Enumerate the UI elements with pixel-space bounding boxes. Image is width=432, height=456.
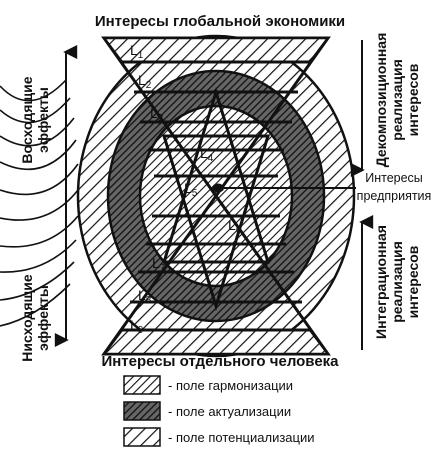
- svg-text:Интеграционная: Интеграционная: [373, 225, 389, 339]
- level-lines: [122, 60, 310, 332]
- legend-item-actualization: - поле актуализации: [123, 401, 291, 421]
- right-top-label: Декомпозиционная реализация интересов: [373, 33, 421, 168]
- svg-text:- поле актуализации: - поле актуализации: [168, 404, 291, 419]
- svg-text:предприятия: предприятия: [357, 189, 432, 203]
- svg-text:реализация: реализация: [389, 59, 405, 141]
- svg-text:реализация: реализация: [389, 241, 405, 323]
- left-bottom-label: Нисходящие эффекты: [19, 274, 51, 362]
- enterprise-center-dot: [212, 183, 224, 193]
- svg-text:Нисходящие: Нисходящие: [19, 274, 35, 362]
- legend-swatch-harmonization: [123, 375, 161, 395]
- title-top: Интересы глобальной экономики: [95, 13, 345, 30]
- svg-text:интересов: интересов: [405, 63, 421, 136]
- title-bottom: Интересы отдельного человека: [101, 353, 339, 370]
- svg-text:Восходящие: Восходящие: [19, 76, 35, 163]
- svg-text:Декомпозиционная: Декомпозиционная: [373, 33, 389, 168]
- legend-item-harmonization: - поле гармонизации: [123, 375, 293, 395]
- center-label: Интересы предприятия: [357, 171, 432, 203]
- legend-item-potentialization: - поле потенциализации: [123, 427, 315, 447]
- svg-text:Интересы: Интересы: [365, 171, 423, 185]
- right-bottom-label: Интеграционная реализация интересов: [373, 225, 421, 339]
- legend-swatch-actualization: [123, 401, 161, 421]
- svg-text:- поле гармонизации: - поле гармонизации: [168, 378, 293, 393]
- svg-text:эффекты: эффекты: [35, 285, 51, 351]
- legend-swatch-potentialization: [123, 427, 161, 447]
- left-top-label: Восходящие эффекты: [19, 76, 51, 163]
- legend: - поле гармонизации - поле актуализации …: [123, 375, 315, 447]
- svg-text:эффекты: эффекты: [35, 87, 51, 153]
- svg-text:интересов: интересов: [405, 245, 421, 318]
- svg-text:- поле потенциализации: - поле потенциализации: [168, 430, 315, 445]
